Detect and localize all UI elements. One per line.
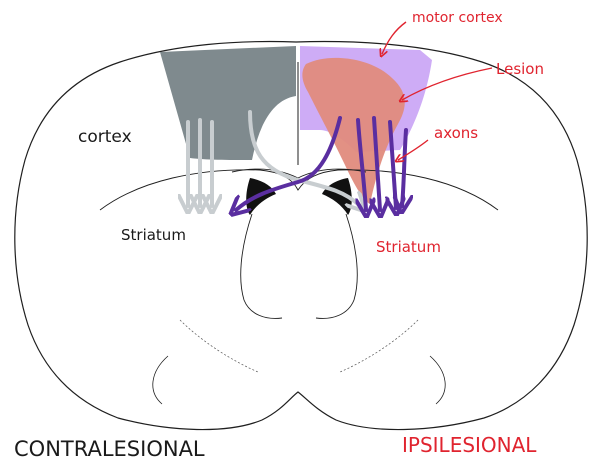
- striatum-right-label: Striatum: [376, 238, 441, 256]
- axons-label: axons: [434, 124, 478, 142]
- lesion-label: Lesion: [496, 60, 544, 78]
- cortex-label: cortex: [78, 127, 132, 147]
- striatum-left-label: Striatum: [121, 226, 186, 244]
- ipsilesional-label: IPSILESIONAL: [402, 433, 537, 457]
- motor-cortex-label: motor cortex: [412, 10, 503, 26]
- contralesional-label: CONTRALESIONAL: [14, 437, 205, 461]
